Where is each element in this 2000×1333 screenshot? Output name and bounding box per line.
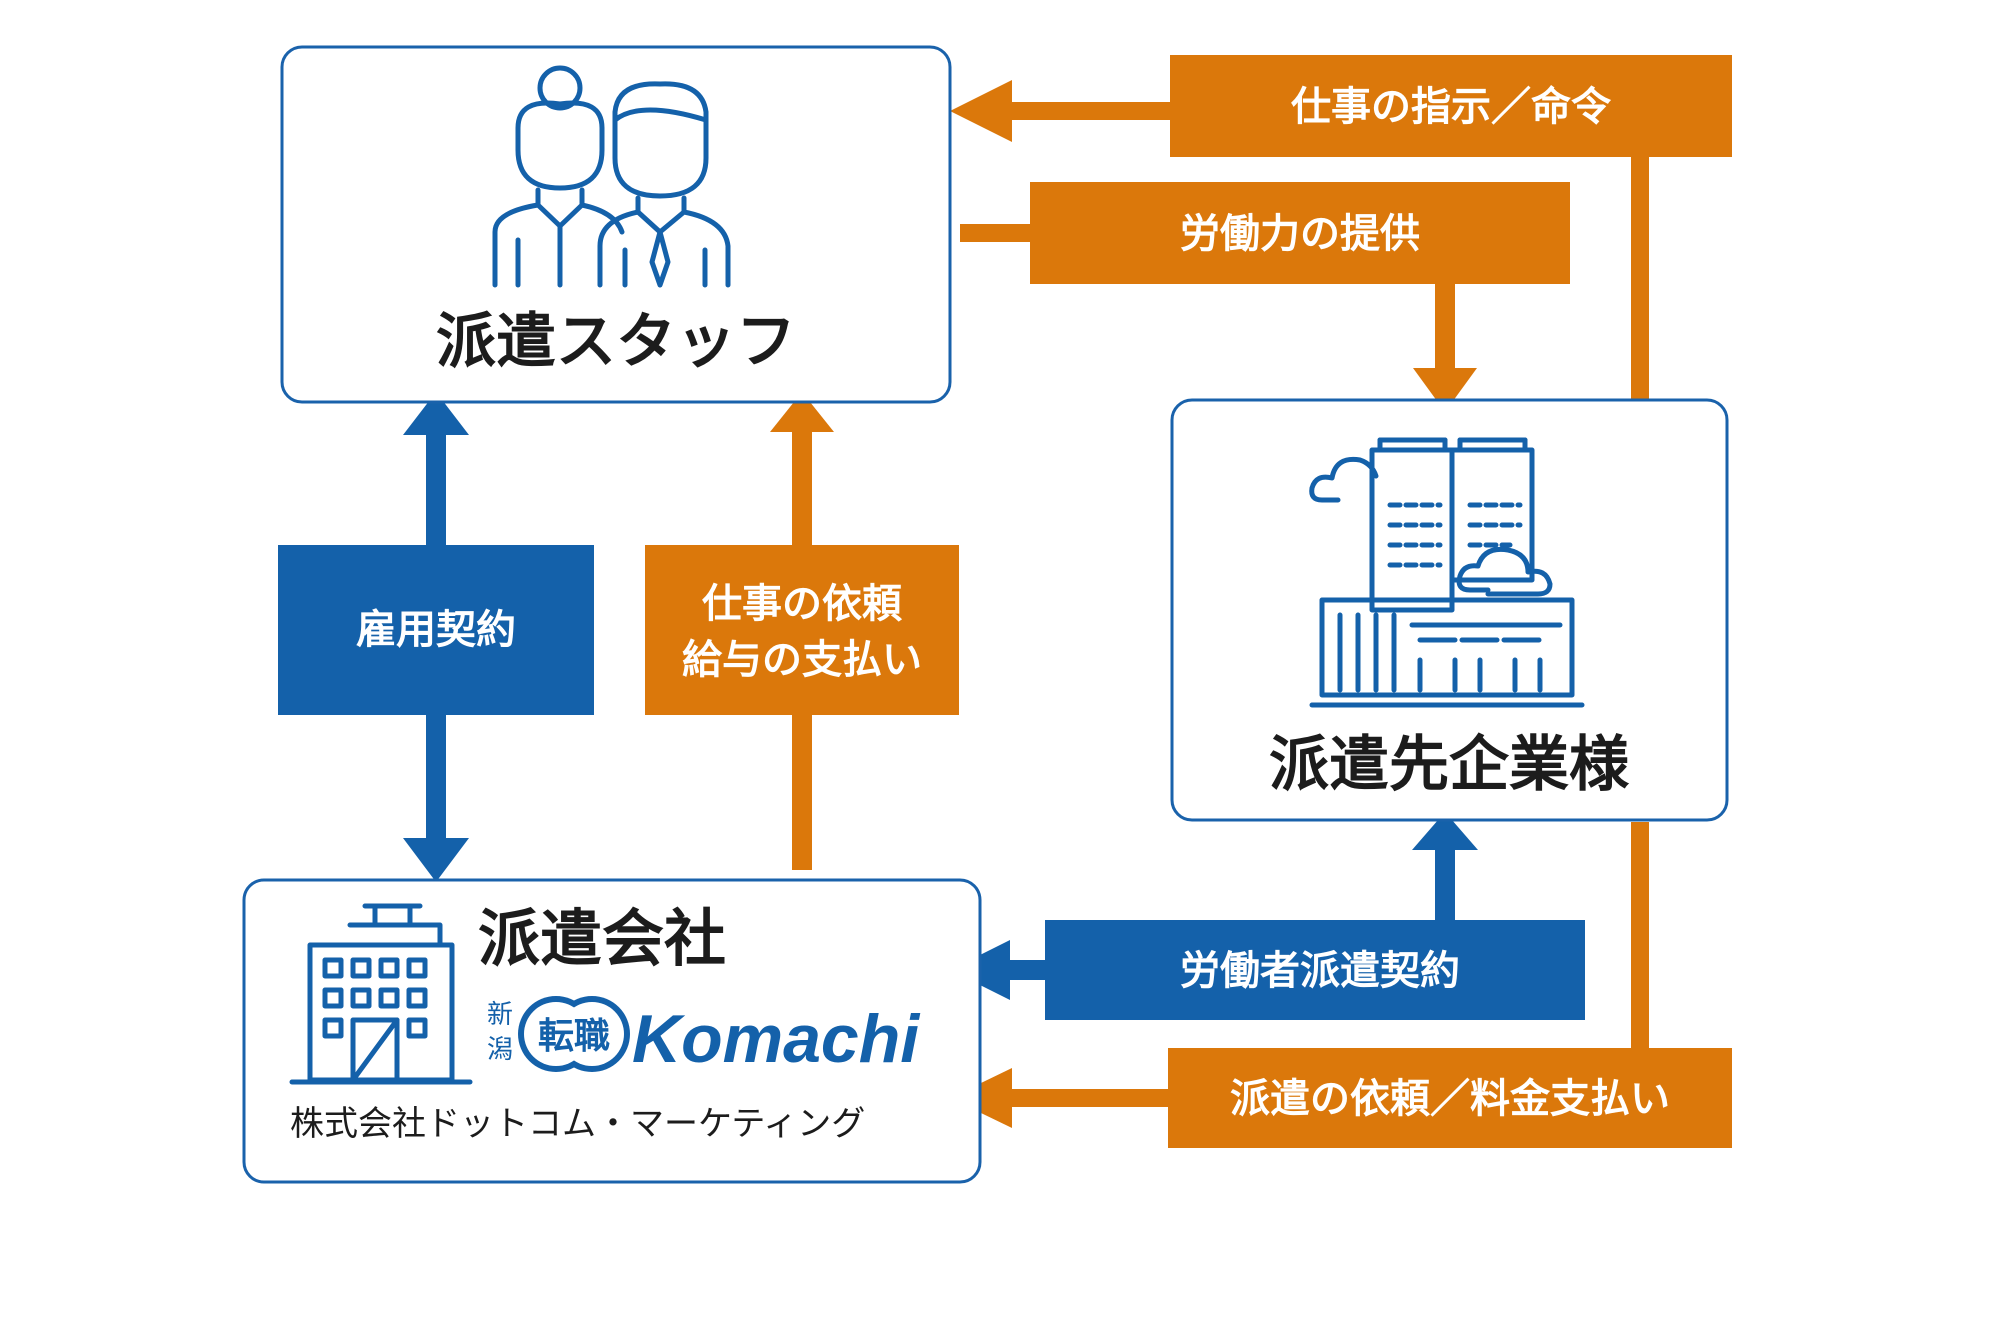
staff-title: 派遣スタッフ	[436, 307, 796, 377]
work-request-label-bg	[645, 545, 959, 715]
staff-box: 派遣スタッフ	[280, 45, 952, 404]
employment-arrowhead-down	[403, 838, 469, 882]
dispatch-request-label-bg	[1168, 1048, 1732, 1148]
labor-horizontal-line	[960, 224, 1030, 242]
dispatch-request-text: 派遣の依頼／料金支払い	[1230, 1076, 1670, 1122]
logo-prefix-top: 新	[487, 1000, 513, 1030]
work-instruction-label: 仕事の指示／命令	[1170, 55, 1732, 157]
dispatch-contract-label: 労働者派遣契約	[1045, 920, 1585, 1020]
komachi-logo: 新 潟 転職 Komachi	[487, 996, 921, 1077]
dispatch-request-label: 派遣の依頼／料金支払い	[1168, 1048, 1732, 1148]
dispatch-request-horizontal-line	[1012, 1089, 1172, 1107]
agency-building-icon	[289, 903, 473, 1085]
dispatch-contract-label-bg	[1045, 920, 1585, 1020]
request-upper-line	[792, 425, 812, 545]
contract-arrowhead-up	[1412, 812, 1478, 850]
labor-arrowhead	[1413, 368, 1477, 412]
work-instruction-text: 仕事の指示／命令	[1291, 84, 1612, 130]
staff-people-icon	[492, 65, 731, 288]
work-request-text-line2: 給与の支払い	[682, 637, 922, 683]
logo-badge-ring-right	[560, 1002, 624, 1066]
logo-name: Komachi	[632, 1001, 921, 1077]
request-lower-line	[792, 710, 812, 870]
employment-arrowhead-up	[403, 392, 469, 435]
logo-badge-text: 転職	[538, 1016, 610, 1057]
labor-provision-text: 労働力の提供	[1180, 211, 1420, 257]
request-arrowhead	[770, 392, 834, 432]
employment-lower-line	[426, 710, 446, 840]
agency-company-name: 株式会社ドットコム・マーケティング	[290, 1104, 865, 1144]
work-instruction-label-bg	[1170, 55, 1732, 157]
work-request-label: 仕事の依頼 給与の支払い	[645, 545, 959, 715]
agency-box: 派遣会社 新 潟 転職 Komachi 株式会社ドットコム・マーケティング	[242, 878, 982, 1184]
employment-contract-label: 雇用契約	[278, 545, 594, 715]
employment-upper-line	[426, 430, 446, 550]
employment-contract-label-bg	[278, 545, 594, 715]
instruction-arrowhead	[950, 80, 1012, 142]
employment-contract-text: 雇用契約	[356, 607, 516, 653]
labor-provision-label-bg	[1030, 182, 1570, 284]
labor-vertical-line	[1435, 280, 1455, 370]
labor-provision-label: 労働力の提供	[1030, 182, 1570, 284]
dispatch-contract-text: 労働者派遣契約	[1180, 948, 1460, 994]
instruction-horizontal-line	[1010, 102, 1190, 120]
instruction-vertical-line	[1631, 150, 1649, 400]
office-buildings-icon	[1309, 437, 1585, 708]
client-title: 派遣先企業様	[1269, 730, 1630, 800]
work-request-text-line1: 仕事の依頼	[702, 581, 903, 627]
agency-title: 派遣会社	[478, 902, 726, 975]
dispatch-request-vertical-line	[1631, 822, 1649, 1052]
logo-prefix-bottom: 潟	[487, 1035, 513, 1065]
client-box: 派遣先企業様	[1170, 398, 1729, 822]
